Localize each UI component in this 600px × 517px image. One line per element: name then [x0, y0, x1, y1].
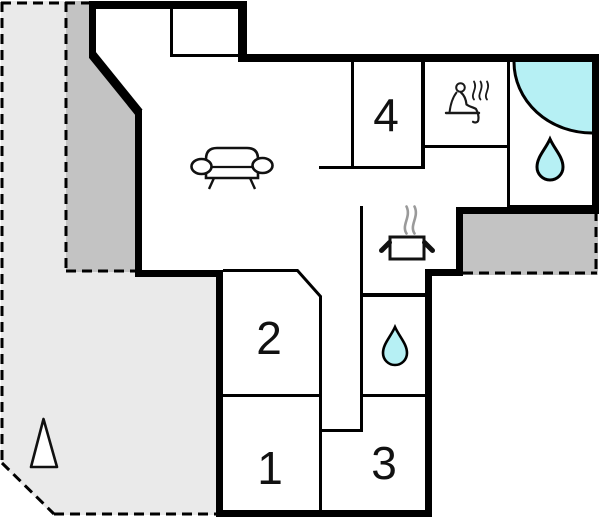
heat-wave [478, 80, 483, 101]
wall [238, 54, 599, 62]
wall [507, 62, 510, 208]
wall [223, 394, 319, 397]
wall [319, 166, 425, 169]
wall [223, 269, 298, 272]
terrace-top-left [66, 1, 140, 272]
terrace-top-right [459, 209, 598, 275]
sofa-body [204, 146, 260, 180]
wall [135, 110, 142, 277]
wall-diagonal [89, 52, 143, 116]
corner-shower-icon [514, 62, 592, 133]
wall [425, 269, 463, 276]
wall [216, 270, 223, 517]
wall [135, 270, 223, 277]
water-features [381, 61, 593, 367]
wall [170, 8, 173, 56]
wall [592, 54, 599, 214]
water-drop-icon [381, 323, 409, 367]
sofa-armrest [251, 156, 274, 175]
wall [319, 296, 322, 510]
wall [89, 1, 96, 58]
wall [425, 269, 432, 517]
sofa-leg [248, 177, 257, 190]
room-3-label: 3 [371, 437, 397, 489]
sauna-person-arm [448, 91, 458, 114]
wall [216, 510, 432, 517]
wall [456, 207, 463, 276]
sauna-person-icon [444, 80, 490, 124]
corner-shower-arc [512, 61, 593, 135]
wall [421, 62, 425, 167]
cooking-pot-icon [379, 205, 435, 261]
pot-handle [422, 240, 435, 253]
room-2-label: 2 [256, 312, 282, 364]
tree-icon [29, 417, 59, 469]
pot-body [388, 235, 426, 261]
wall [170, 54, 238, 57]
sauna-person-body [459, 91, 480, 124]
sofa-armrest [190, 157, 213, 176]
wall [238, 1, 247, 61]
sofa-icon [190, 146, 274, 190]
room-4-label: 4 [373, 89, 399, 141]
walls-outer [89, 1, 599, 517]
wall [363, 293, 425, 297]
room-1-label: 1 [257, 442, 283, 494]
wall [351, 62, 354, 169]
sofa-leg [207, 177, 216, 190]
pot-handle [379, 240, 392, 253]
wall [456, 207, 599, 214]
steam-line [403, 205, 410, 235]
wall-bevel-room2 [295, 269, 323, 298]
heat-wave [471, 80, 477, 101]
wall [363, 394, 425, 397]
steam-icon [403, 205, 418, 235]
heat-wave [484, 80, 490, 101]
wall [425, 145, 509, 148]
boundary-bevel [0, 461, 56, 516]
wall [319, 429, 363, 432]
wall [360, 206, 363, 432]
walls-interior [170, 8, 592, 510]
lawn-area [1, 1, 218, 515]
steam-line [411, 205, 418, 235]
water-drop-icon [535, 135, 565, 182]
wall [510, 205, 592, 208]
room-labels: 4 2 1 3 [256, 89, 399, 494]
wall [89, 1, 247, 9]
